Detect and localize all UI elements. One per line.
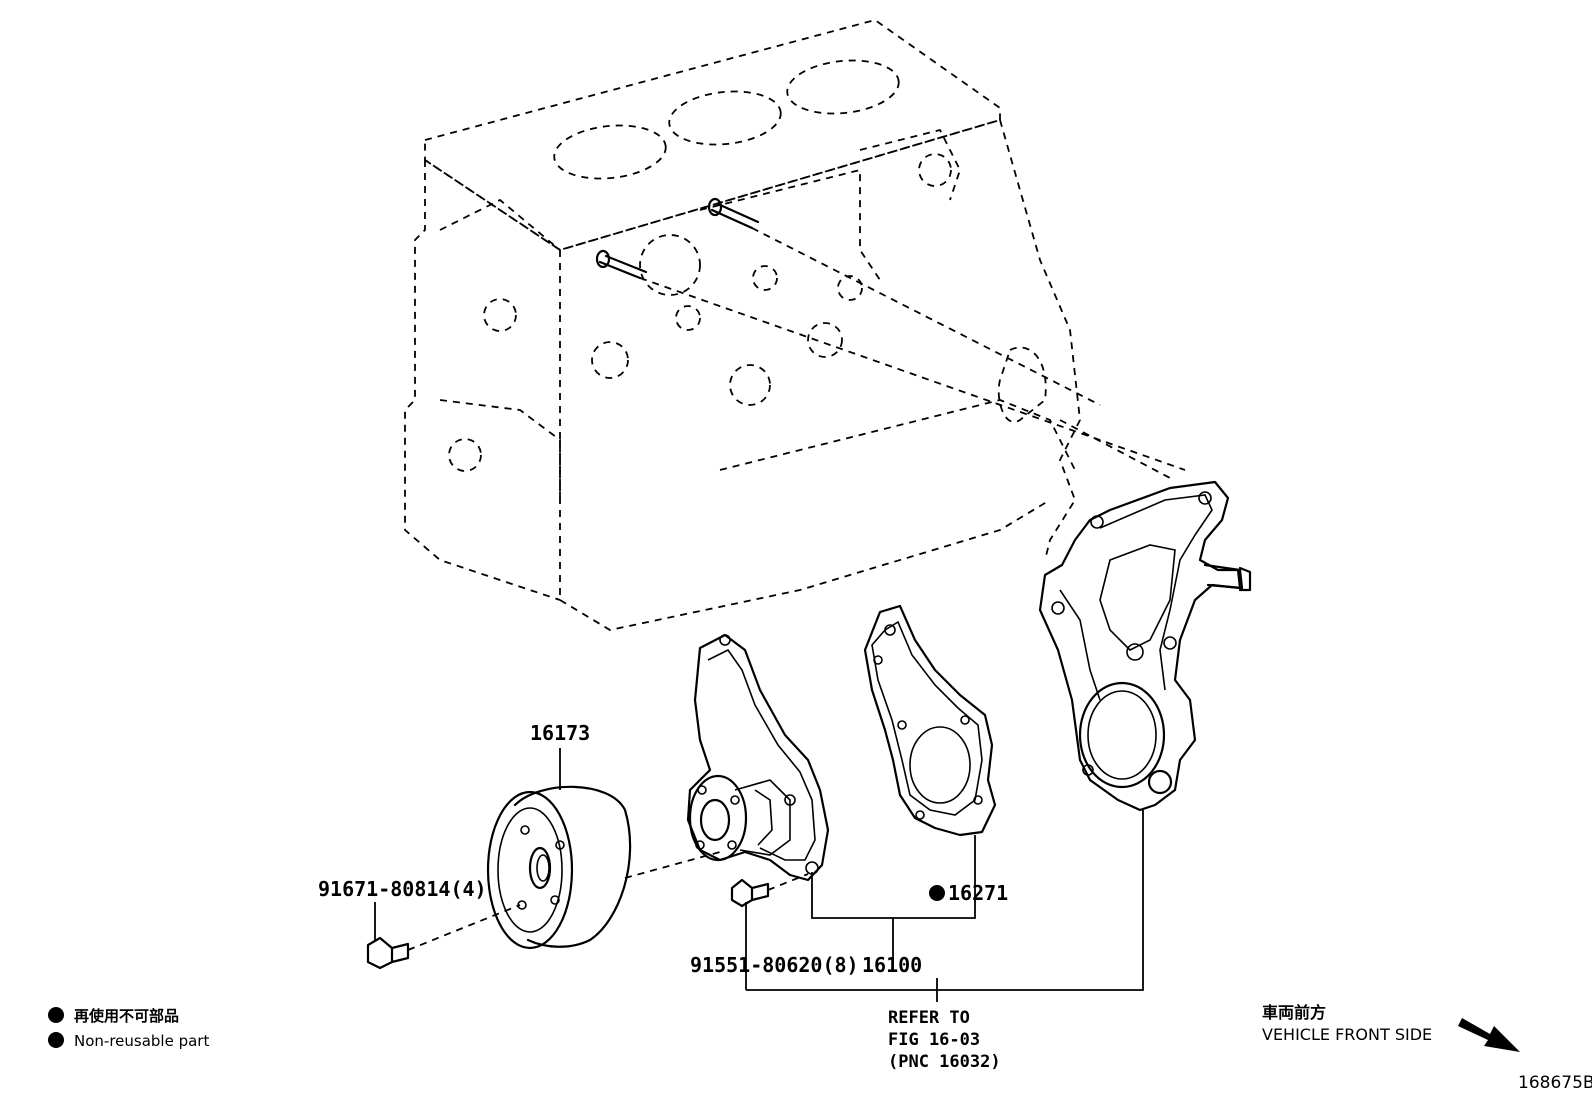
water-pump-assy bbox=[686, 633, 830, 882]
pump-bolt bbox=[730, 873, 809, 908]
legend: 再使用不可部品 Non-reusable part bbox=[48, 1007, 209, 1050]
callout-pulley-bolt: 91671-80814(4) bbox=[318, 877, 487, 901]
figure-id: 168675B bbox=[1518, 1073, 1592, 1093]
direction-en: VEHICLE FRONT SIDE bbox=[1262, 1025, 1432, 1044]
legend-marker-en bbox=[48, 1032, 64, 1048]
legend-jp: 再使用不可部品 bbox=[74, 1007, 179, 1025]
gasket bbox=[863, 604, 997, 837]
legend-en: Non-reusable part bbox=[74, 1032, 209, 1050]
non-reusable-marker bbox=[929, 885, 945, 901]
callout-gasket: 16271 bbox=[948, 881, 1008, 905]
pulley bbox=[486, 785, 721, 950]
refer-line-3: (PNC 16032) bbox=[888, 1052, 1001, 1072]
water-pump-housing bbox=[1038, 480, 1252, 812]
refer-line-2: FIG 16-03 bbox=[888, 1030, 980, 1050]
engine-block bbox=[404, 19, 1186, 631]
leader-lines bbox=[374, 748, 1144, 1002]
callout-pulley: 16173 bbox=[530, 721, 590, 745]
direction-indicator: 車両前方 VEHICLE FRONT SIDE bbox=[1262, 1003, 1520, 1052]
direction-jp: 車両前方 bbox=[1262, 1003, 1326, 1022]
front-arrow-icon bbox=[1458, 1018, 1520, 1052]
pulley-bolt bbox=[366, 904, 521, 970]
legend-marker-jp bbox=[48, 1007, 64, 1023]
refer-line-1: REFER TO bbox=[888, 1008, 970, 1028]
callout-pump-assy: 16100 bbox=[862, 953, 922, 977]
callout-pump-bolt: 91551-80620(8) bbox=[690, 953, 859, 977]
